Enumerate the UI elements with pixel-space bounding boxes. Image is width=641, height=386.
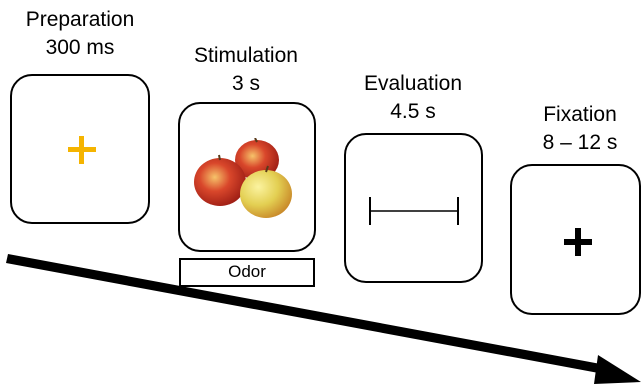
time-arrow-head <box>594 355 641 384</box>
rating-scale-icon <box>369 197 459 225</box>
preparation-duration: 300 ms <box>45 36 115 59</box>
apple-front <box>240 170 292 218</box>
time-arrow-icon <box>6 254 606 374</box>
fixation-duration: 8 – 12 s <box>542 131 618 154</box>
preparation-label: Preparation 300 ms <box>0 6 160 62</box>
odor-box: Odor <box>179 258 315 287</box>
evaluation-duration: 4.5 s <box>390 100 436 123</box>
stimulation-name: Stimulation <box>194 44 298 67</box>
stimulation-screen <box>178 102 316 252</box>
fixation-screen <box>510 164 641 315</box>
fixation-cross-icon <box>564 228 592 256</box>
apple-left <box>194 158 246 206</box>
fixation-label: Fixation 8 – 12 s <box>500 101 641 157</box>
stimulation-label: Stimulation 3 s <box>166 42 326 98</box>
odor-label: Odor <box>228 262 266 281</box>
stimulation-duration: 3 s <box>231 72 260 95</box>
evaluation-label: Evaluation 4.5 s <box>333 70 493 126</box>
apple-back <box>235 140 279 180</box>
evaluation-name: Evaluation <box>363 72 463 95</box>
preparation-screen <box>10 74 150 224</box>
preparation-name: Preparation <box>25 8 135 31</box>
fixation-cross-icon <box>68 136 96 164</box>
apples-image <box>194 138 292 218</box>
evaluation-screen <box>344 133 483 283</box>
fixation-name: Fixation <box>543 103 617 126</box>
